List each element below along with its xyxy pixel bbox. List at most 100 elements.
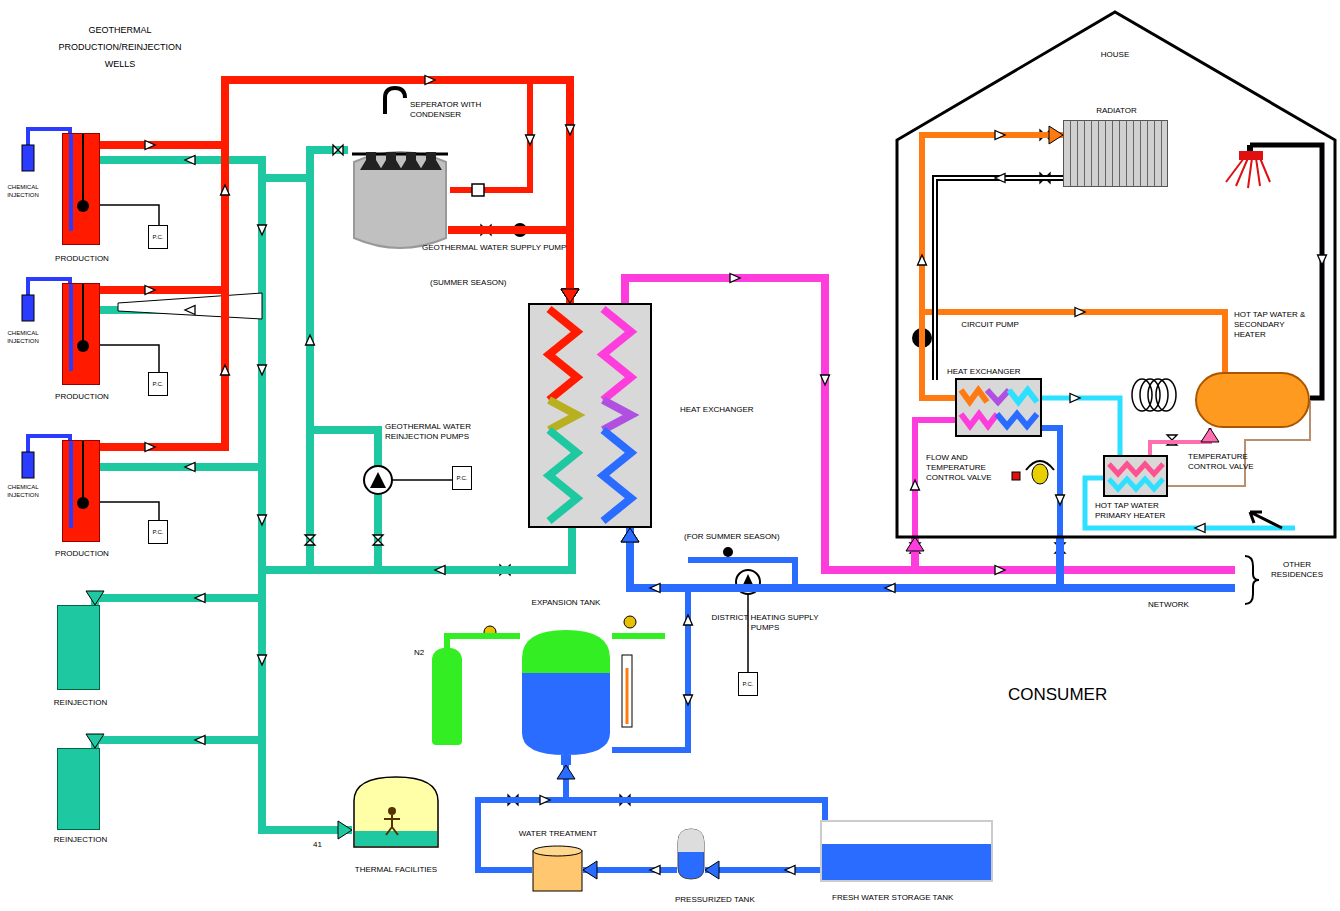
separator-loop [450, 80, 530, 190]
reinjection-pipe [100, 150, 378, 834]
control-wire [747, 594, 749, 672]
arrow-head [561, 289, 579, 303]
radiator: RADIATOR [1063, 120, 1168, 187]
pipe-line [612, 528, 688, 750]
water-treatment-tank [533, 846, 582, 856]
flow-control-valve [1012, 472, 1020, 480]
reinjection-pipe [100, 463, 262, 471]
heat-exchanger [603, 309, 631, 400]
flow-arrows [221, 185, 230, 195]
thermal-pool: THERMAL FACILITIES [352, 775, 440, 848]
node-label: THERMAL FACILITIES [326, 865, 466, 875]
production-well [82, 441, 84, 498]
flow-arrows [145, 141, 155, 150]
flow-arrows [258, 365, 267, 375]
heat-exchanger: HEAT EXCHANGER [955, 378, 1042, 437]
coil [1156, 379, 1176, 411]
pipe-line [447, 636, 520, 648]
node-label: REINJECTION [33, 835, 128, 845]
production-well [63, 441, 101, 543]
thermal-pool [354, 777, 438, 847]
reinjection-pipe [310, 430, 378, 570]
flow-arrows [885, 584, 895, 593]
arrow-head [561, 289, 579, 303]
water-treatment-tank: WATER TREATMENT [532, 845, 583, 893]
production-well [77, 497, 89, 509]
callout-label: GEOTHERMAL WATER SUPPLY PUMP [422, 243, 566, 253]
reinjection-pump [370, 472, 386, 488]
arrow-head [86, 591, 104, 605]
flow-arrows [1195, 524, 1205, 533]
node-label: PRODUCTION [36, 254, 128, 264]
reinjection-pipe [262, 150, 348, 178]
thermal-pool [384, 815, 400, 835]
node-label: HOUSE [1080, 50, 1150, 60]
house-piping [915, 145, 1322, 537]
separator-tank [352, 140, 448, 255]
pc-box: P.C. [452, 466, 472, 490]
district-heating-pump [723, 547, 733, 557]
pc-box: P.C. [148, 225, 168, 249]
pipe-line [448, 230, 570, 303]
production-well [82, 134, 84, 201]
flow-arrows [435, 566, 445, 575]
flow-arrows [785, 866, 795, 875]
heat-exchanger [961, 414, 997, 426]
callout-label: (SUMMER SEASON) [430, 278, 506, 288]
thermal-pool [388, 807, 396, 815]
heat-exchanger [603, 430, 631, 521]
water-heater [1109, 479, 1163, 489]
flow-arrows [911, 480, 920, 490]
separator-tank [360, 152, 382, 170]
pipe-connector [100, 80, 579, 303]
reinjection-pump [364, 466, 392, 494]
valve [333, 145, 343, 155]
flow-arrows [145, 286, 155, 295]
reinjection-pipe [306, 178, 314, 570]
expansion-fittings [612, 633, 665, 639]
flow-arrows [650, 866, 660, 875]
pipe-connector [625, 278, 924, 570]
chemical-tank [22, 145, 34, 171]
flow-arrows [821, 375, 830, 385]
reinjection-pipe [100, 156, 262, 164]
arrow-head [583, 861, 597, 879]
heat-exchanger [549, 400, 577, 430]
callout-label: CONSUMER [1008, 684, 1107, 705]
flow-arrows [1070, 394, 1080, 403]
water-treatment-tank [532, 845, 583, 893]
callout-label: NETWORK [1148, 600, 1189, 610]
house-piping [935, 178, 1063, 380]
valve [305, 535, 315, 545]
production-well [77, 340, 89, 352]
flow-arrows [650, 584, 660, 593]
flow-arrows [258, 515, 267, 525]
water-heater: HOT TAP WATER PRIMARY HEATER [1103, 455, 1168, 497]
arrow-head [1049, 126, 1063, 144]
pressurized-tank [678, 829, 704, 879]
expansion-fittings [622, 655, 632, 727]
flow-arrows [995, 174, 1005, 183]
pipe-line [705, 867, 820, 873]
chemical-tank [22, 295, 34, 321]
house-outline [897, 12, 1335, 537]
flow-arrows [540, 796, 550, 805]
node-label: HEAT EXCHANGER [947, 367, 1042, 377]
shower-head [1226, 158, 1270, 188]
pipe-connector [705, 861, 820, 879]
expansion-tank [520, 628, 612, 765]
pipe-connector [100, 80, 579, 447]
flow-arrows [195, 736, 205, 745]
callout-label: DISTRICT HEATING SUPPLY PUMPS [700, 613, 830, 633]
condenser-hook [385, 88, 405, 114]
valve [373, 535, 383, 545]
expansion-tank [522, 673, 610, 755]
flow-arrows [306, 335, 315, 345]
expansion-fittings [624, 616, 636, 628]
pressurized-tank: PRESSURIZED TANK [677, 828, 705, 880]
production-well [82, 284, 84, 341]
house-piping [922, 312, 1225, 372]
flow-arrows [995, 566, 1005, 575]
pressurized-tank [678, 829, 704, 852]
pipe-connector [583, 861, 677, 879]
